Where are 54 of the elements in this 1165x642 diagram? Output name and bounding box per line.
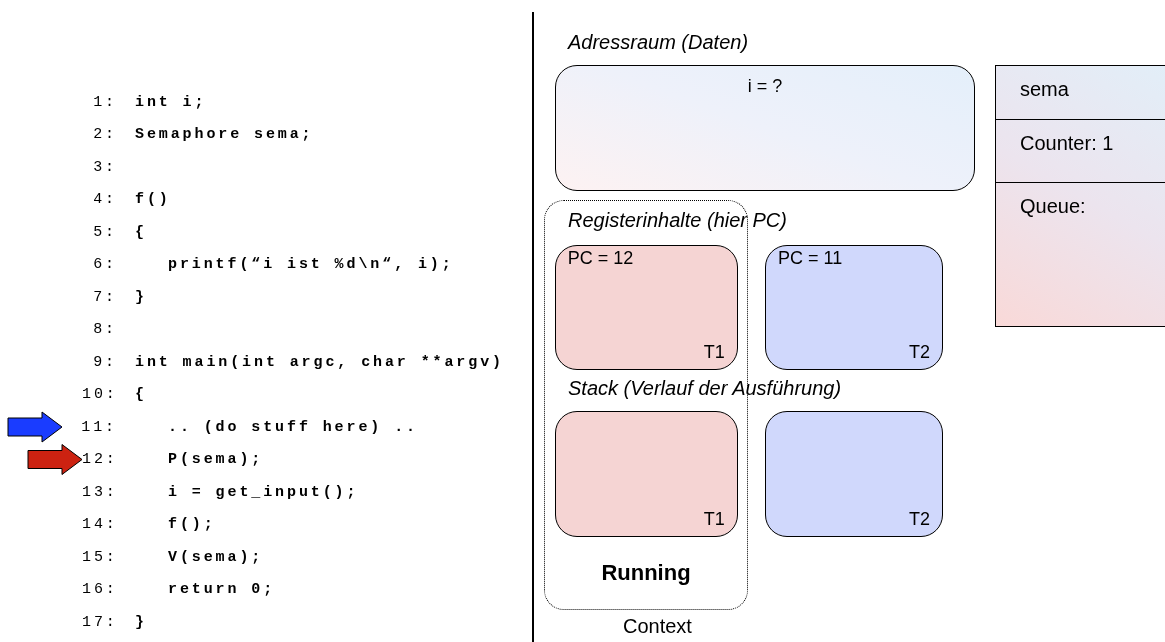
register-box — [765, 245, 943, 370]
code-text: printf(“i ist %d\n“, i); — [168, 256, 454, 273]
section-heading: Registerinhalte (hier PC) — [568, 208, 787, 232]
line-number: 13: — [82, 483, 118, 501]
register-value: PC = 12 — [567, 247, 634, 269]
thread-label: T2 — [909, 509, 930, 530]
line-number: 11: — [80, 418, 118, 436]
line-number: 16: — [82, 581, 118, 598]
line-number: 6: — [92, 256, 118, 273]
line-number: 8: — [92, 321, 118, 338]
line-number: 9: — [92, 353, 118, 371]
pointer-arrow — [7, 411, 63, 443]
code-text: return 0; — [168, 581, 276, 598]
variable-value: i = ? — [747, 76, 783, 97]
semaphore-box — [995, 65, 1165, 327]
code-text: int main(int argc, char **argv) — [135, 353, 504, 371]
register-box — [554, 244, 738, 370]
semaphore-field: Queue: — [996, 182, 1165, 326]
code-text: { — [135, 386, 147, 403]
code-text: f(); — [168, 516, 216, 533]
thread-label: T2 — [909, 342, 930, 363]
code-text: V(sema); — [168, 548, 264, 566]
code-text: { — [135, 223, 147, 241]
code-text: int i; — [135, 93, 207, 111]
stack-box — [554, 410, 738, 537]
line-number: 10: — [82, 386, 118, 403]
section-heading: Adressraum (Daten) — [568, 30, 749, 54]
context-caption: Context — [623, 615, 692, 638]
section-heading: Stack (Verlauf der Ausführung) — [568, 376, 842, 400]
state-label: Running — [601, 560, 691, 586]
stack-box — [765, 411, 943, 537]
semaphore-field: Counter: 1 — [996, 119, 1165, 182]
thread-label: T1 — [703, 508, 725, 530]
line-number: 4: — [92, 191, 118, 208]
line-number: 17: — [82, 613, 118, 631]
line-number: 14: — [82, 516, 118, 533]
code-text: i = get_input(); — [168, 483, 359, 501]
line-number: 5: — [92, 223, 118, 241]
line-number: 15: — [82, 548, 118, 566]
register-value: PC = 11 — [778, 248, 843, 269]
code-text: P(sema); — [168, 451, 264, 468]
code-text: Semaphore sema; — [135, 126, 314, 143]
code-text: .. (do stuff here) .. — [168, 418, 418, 436]
semaphore-field: sema — [996, 66, 1165, 119]
line-number: 2: — [92, 126, 118, 143]
line-number: 7: — [92, 288, 118, 306]
line-number: 3: — [92, 158, 118, 176]
code-text: } — [135, 288, 147, 306]
code-text: } — [135, 613, 147, 631]
pointer-arrow — [27, 444, 83, 475]
line-number: 1: — [92, 93, 118, 111]
code-text: f() — [135, 191, 171, 208]
thread-label: T1 — [703, 341, 725, 363]
line-number: 12: — [82, 451, 118, 468]
